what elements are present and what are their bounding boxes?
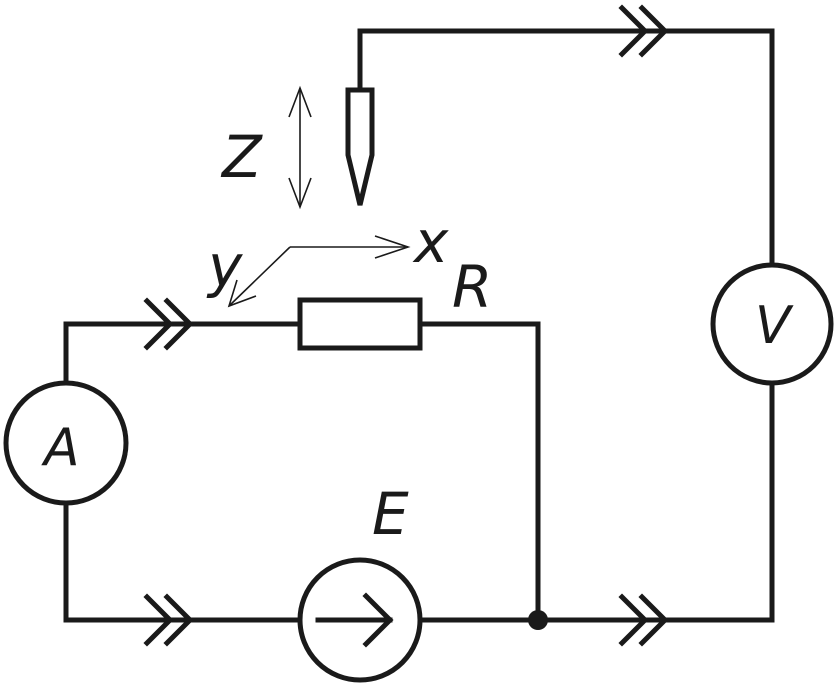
- voltmeter-icon: [710, 262, 834, 386]
- resistor-icon: [297, 297, 423, 351]
- x-axis-label: x: [412, 208, 449, 276]
- resistor-branch-wire: [63, 321, 541, 623]
- bottom-left-connector-icon: [143, 593, 194, 647]
- probe-tip-icon: [345, 87, 375, 206]
- voltmeter-label: V: [755, 296, 794, 356]
- resistor-label: R: [452, 253, 492, 321]
- source-label: E: [372, 480, 409, 548]
- z-axis-arrow-icon: [288, 85, 312, 210]
- top-connector-icon: [618, 4, 669, 58]
- voltage-source-icon: [297, 557, 423, 683]
- y-axis-label: y: [206, 232, 243, 300]
- resistor-connector-icon: [143, 297, 194, 351]
- junction-node-icon: [528, 610, 548, 630]
- z-axis-label: Z: [220, 123, 263, 191]
- ammeter-label: A: [41, 418, 80, 478]
- bottom-wire: [63, 380, 775, 623]
- top-wire: [357, 28, 775, 268]
- bottom-right-connector-icon: [618, 593, 669, 647]
- xy-axes-icon: [227, 235, 411, 308]
